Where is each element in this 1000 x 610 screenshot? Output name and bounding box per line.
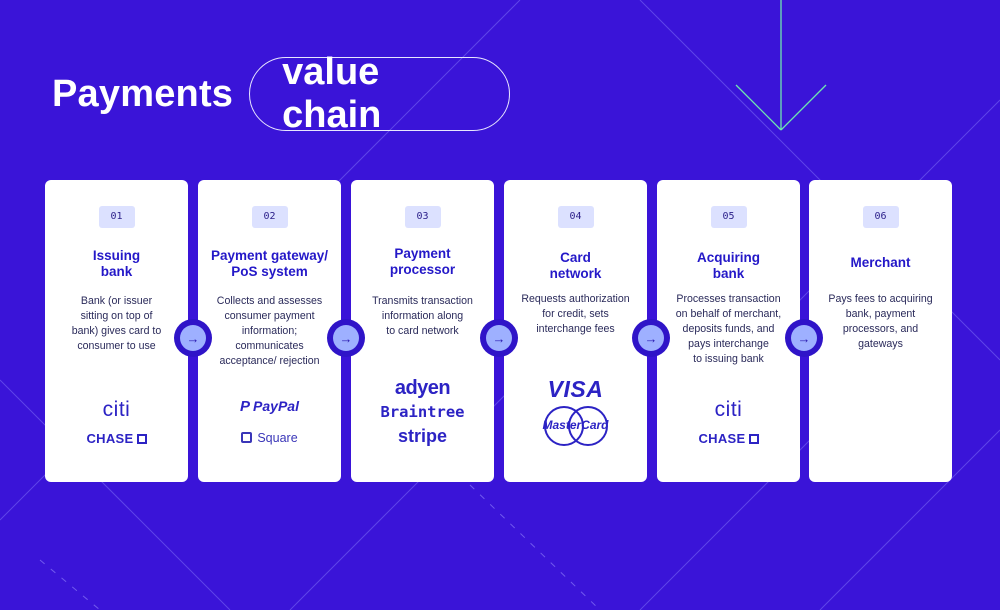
step-description: Processes transaction on behalf of merch… (663, 292, 794, 367)
step-card-payment-processor: 03 Payment processor Transmits transacti… (351, 180, 494, 482)
step-description: Collects and assesses consumer payment i… (204, 294, 335, 369)
desc-line: interchange fees (536, 323, 615, 335)
arrow-right-icon: → (180, 325, 206, 351)
step-title-line: PoS system (231, 264, 308, 279)
square-mark-icon (241, 432, 253, 443)
step-title-line: network (549, 266, 602, 281)
desc-line: Transmits transaction (372, 295, 473, 307)
step-title-line: Acquiring (697, 250, 760, 265)
connector-4-5: → (632, 319, 670, 357)
desc-line: to issuing bank (693, 353, 764, 365)
citi-logo: citi (714, 398, 743, 421)
step-title: Merchant (813, 255, 948, 271)
mastercard-logo: MasterCard (504, 405, 647, 452)
desc-line: to card network (386, 325, 459, 337)
step-title-line: Payment (394, 246, 451, 261)
stripe-logo: stripe (397, 426, 448, 446)
arrow-right-icon: → (333, 325, 359, 351)
step-card-card-network: 04 Card network Requests authorization f… (504, 180, 647, 482)
chase-logo-text: CHASE (86, 431, 134, 446)
step-number: 04 (557, 206, 594, 228)
square-logo: Square (198, 431, 341, 445)
adyen-logo: adyen (394, 377, 451, 399)
desc-line: Collects and assesses (216, 295, 323, 307)
step-title: Payment processor (355, 246, 490, 278)
step-description: Bank (or issuer sitting on top of bank) … (51, 294, 182, 354)
desc-line: processors, and (842, 323, 919, 335)
desc-line: on behalf of merchant, (675, 308, 782, 320)
title-pill: value chain (249, 51, 511, 136)
desc-line: acceptance/ rejection (219, 355, 320, 367)
desc-line: deposits funds, and (682, 323, 775, 335)
chase-logo: CHASE (45, 431, 188, 446)
citi-logo: citi (102, 398, 131, 421)
step-description: Pays fees to acquiring bank, payment pro… (815, 292, 946, 352)
chase-mark-icon (136, 434, 147, 444)
step-number: 02 (251, 206, 288, 228)
arrow-right-icon: → (791, 325, 817, 351)
desc-line: Bank (or issuer (80, 295, 153, 307)
desc-line: consumer to use (77, 340, 156, 352)
desc-line: sitting on top of (80, 310, 153, 322)
step-description: Requests authorization for credit, sets … (510, 292, 641, 337)
chase-logo-text: CHASE (698, 431, 746, 446)
step-card-payment-gateway: 02 Payment gateway/ PoS system Collects … (198, 180, 341, 482)
chase-logo: CHASE (657, 431, 800, 446)
step-title-line: Issuing (92, 248, 141, 263)
title-text: Payments (52, 72, 234, 115)
step-card-issuing-bank: 01 Issuing bank Bank (or issuer sitting … (45, 180, 188, 482)
step-title: Card network (508, 250, 643, 282)
desc-line: pays interchange (688, 338, 769, 350)
step-title-line: Merchant (850, 255, 911, 270)
step-card-acquiring-bank: 05 Acquiring bank Processes transaction … (657, 180, 800, 482)
arrow-right-icon: → (486, 325, 512, 351)
desc-line: Processes transaction (676, 293, 781, 305)
desc-line: bank) gives card to (71, 325, 162, 337)
step-card-merchant: 06 Merchant Pays fees to acquiring bank,… (809, 180, 952, 482)
braintree-logo: Braintree (380, 403, 465, 421)
desc-line: gateways (858, 338, 903, 350)
step-title-line: Payment gateway/ (210, 248, 329, 263)
step-number: 01 (98, 206, 135, 228)
step-title-line: processor (389, 262, 456, 277)
desc-line: consumer payment (224, 310, 315, 322)
step-title: Payment gateway/ PoS system (202, 248, 337, 280)
step-title-line: bank (712, 266, 745, 281)
desc-line: Pays fees to acquiring (828, 293, 933, 305)
step-number: 03 (404, 206, 441, 228)
connector-3-4: → (480, 319, 518, 357)
mastercard-logo-text: MasterCard (542, 418, 609, 432)
visa-logo: VISA (547, 376, 604, 402)
desc-line: communicates (235, 340, 304, 352)
step-number: 05 (710, 206, 747, 228)
paypal-mark-icon: P (240, 398, 251, 415)
chase-mark-icon (748, 434, 759, 444)
arrow-down-icon (735, 0, 827, 131)
desc-line: information; (241, 325, 298, 337)
connector-2-3: → (327, 319, 365, 357)
desc-line: bank, payment (845, 308, 916, 320)
arrow-right-icon: → (638, 325, 664, 351)
step-title: Acquiring bank (661, 250, 796, 282)
paypal-logo-text: PayPal (253, 398, 299, 414)
square-logo-text: Square (257, 431, 298, 445)
step-description: Transmits transaction information along … (357, 294, 488, 339)
connector-5-6: → (785, 319, 823, 357)
step-title-line: bank (100, 264, 133, 279)
page-title: Payments value chain (52, 51, 511, 136)
step-title: Issuing bank (49, 248, 184, 280)
desc-line: for credit, sets (542, 308, 609, 320)
mastercard-circles-icon (543, 406, 608, 446)
connector-1-2: → (174, 319, 212, 357)
step-number: 06 (862, 206, 899, 228)
desc-line: information along (381, 310, 464, 322)
step-title-line: Card (560, 250, 591, 265)
desc-line: Requests authorization (521, 293, 630, 305)
